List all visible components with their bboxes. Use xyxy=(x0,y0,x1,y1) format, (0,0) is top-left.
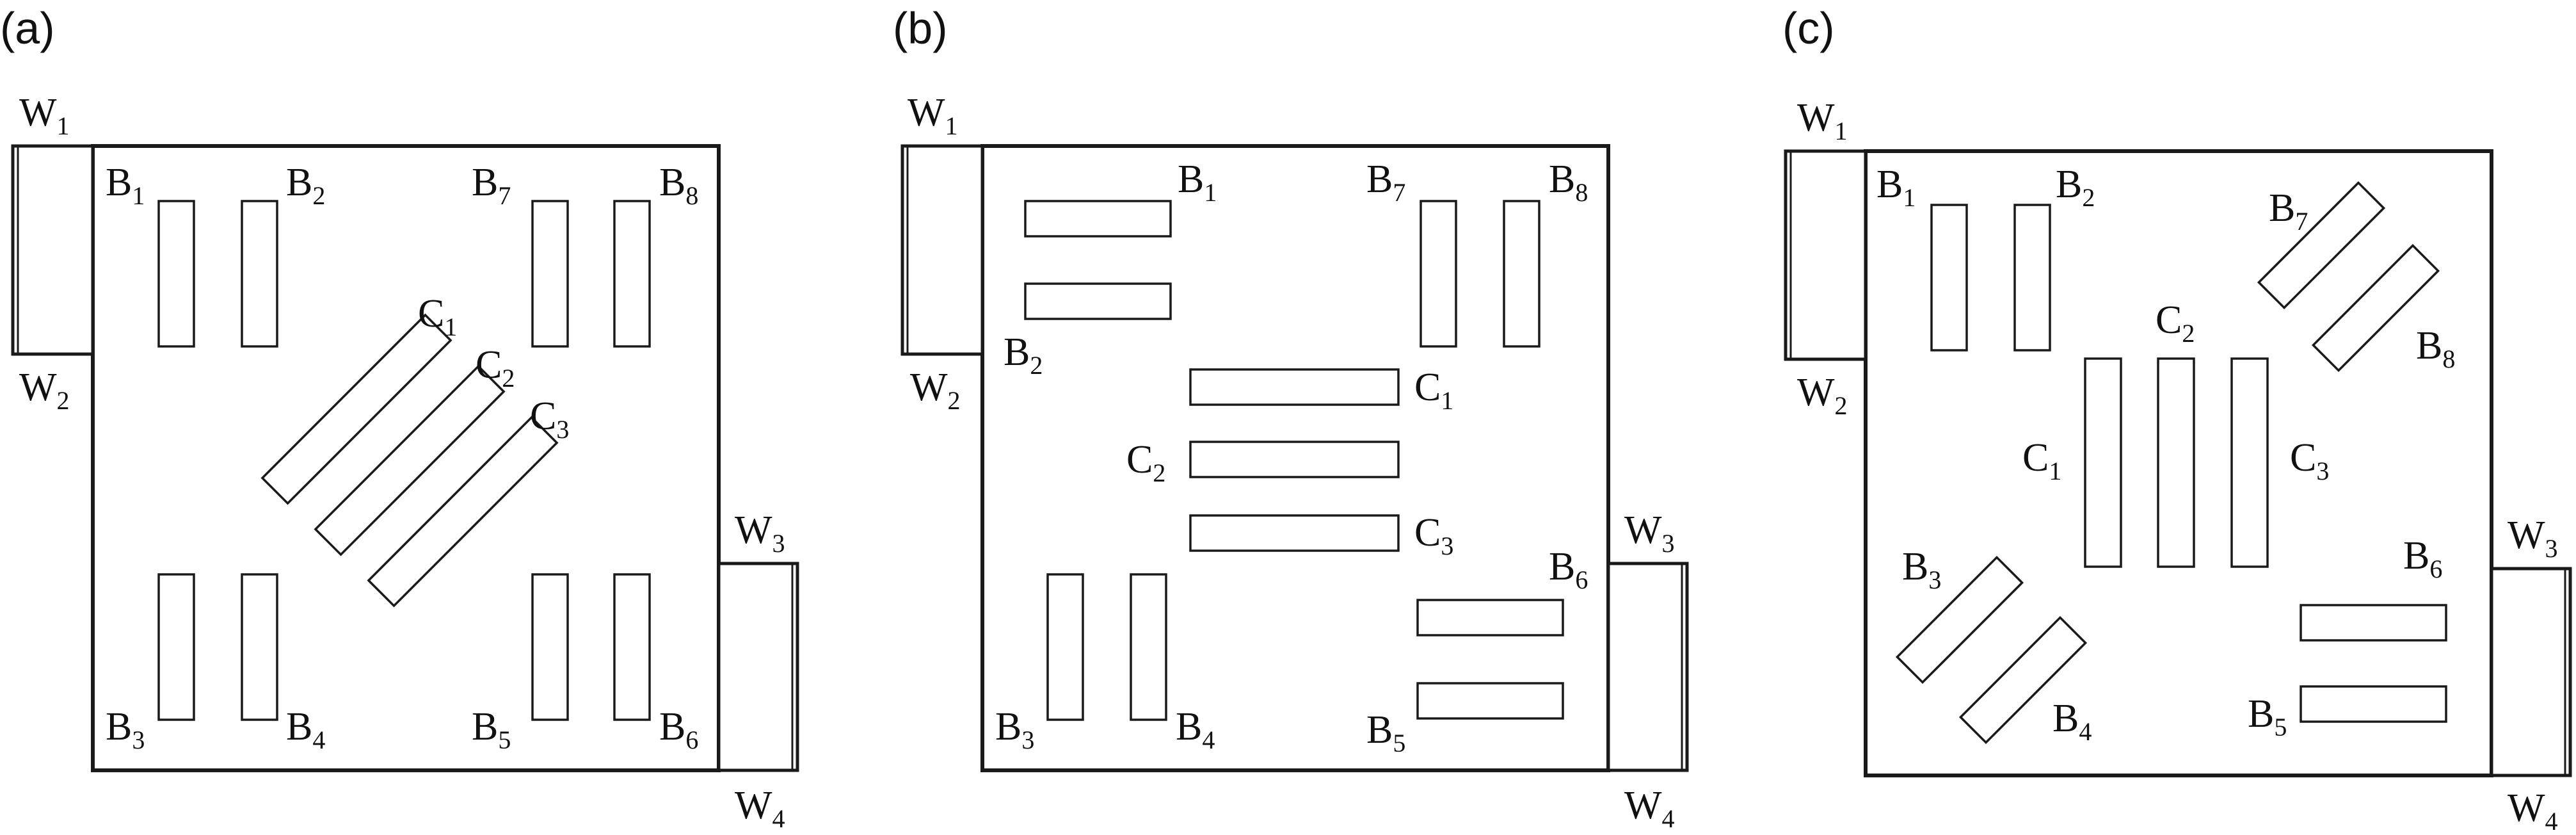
block-b5 xyxy=(2300,685,2447,723)
block-b8 xyxy=(2311,243,2440,373)
label-w2: W2 xyxy=(1797,371,1848,420)
label-w3: W3 xyxy=(2508,514,2558,563)
panel-label-b: (b) xyxy=(893,3,948,53)
block-b8 xyxy=(1503,200,1540,348)
label-w1: W1 xyxy=(908,91,958,140)
corridor-c3 xyxy=(367,416,559,608)
label-b2: B2 xyxy=(2056,163,2095,212)
block-b1 xyxy=(1024,200,1172,238)
room-outline xyxy=(980,144,1610,772)
label-b3: B3 xyxy=(106,705,145,754)
label-b1: B1 xyxy=(106,161,145,210)
label-b4: B4 xyxy=(1176,705,1215,754)
panel-c: (c) W1 W2 W3 W4 B1 B2 B7 B8 B3 B4 B5 B6 xyxy=(1782,3,2572,835)
label-b8: B8 xyxy=(2416,324,2455,373)
label-w4: W4 xyxy=(2508,786,2558,835)
block-b1 xyxy=(1930,204,1968,352)
outlet-opening xyxy=(2490,567,2572,777)
outlet-opening xyxy=(1606,562,1689,772)
label-b7: B7 xyxy=(1366,158,1405,207)
panel-b: (b) W1 W2 W3 W4 B1 B2 B7 B8 B3 B4 B5 B6 xyxy=(893,3,1689,833)
label-w1: W1 xyxy=(19,91,70,140)
label-b3: B3 xyxy=(995,705,1034,754)
label-b2: B2 xyxy=(1004,330,1043,380)
label-b3: B3 xyxy=(1902,545,1941,594)
label-c2: C2 xyxy=(1126,438,1165,487)
block-b2 xyxy=(1024,282,1172,320)
inlet-opening xyxy=(1784,149,1868,361)
label-b5: B5 xyxy=(2248,692,2287,742)
block-b5 xyxy=(531,573,569,721)
block-b6 xyxy=(2300,604,2447,642)
corridor-c2 xyxy=(314,364,506,556)
label-w3: W3 xyxy=(735,508,785,558)
block-b6 xyxy=(613,573,651,721)
label-w2: W2 xyxy=(19,366,70,415)
label-b8: B8 xyxy=(1549,158,1588,207)
label-c2: C2 xyxy=(2156,298,2195,348)
label-b8: B8 xyxy=(659,161,698,210)
label-b5: B5 xyxy=(472,705,511,754)
corridor-c1 xyxy=(260,313,452,505)
label-w1: W1 xyxy=(1797,96,1848,145)
label-c3: C3 xyxy=(1414,511,1453,560)
label-w4: W4 xyxy=(735,784,785,833)
block-b7 xyxy=(1420,200,1457,348)
label-b6: B6 xyxy=(1549,545,1588,594)
block-b6 xyxy=(1416,599,1564,636)
block-b3 xyxy=(1046,573,1084,721)
label-w3: W3 xyxy=(1624,508,1675,558)
block-b7 xyxy=(2257,181,2386,310)
block-b7 xyxy=(531,200,569,348)
label-b7: B7 xyxy=(2269,186,2308,236)
inlet-opening xyxy=(900,144,984,356)
label-b6: B6 xyxy=(2403,534,2442,583)
room-outline xyxy=(91,144,721,772)
corridor-c2 xyxy=(1189,441,1400,478)
label-c3: C3 xyxy=(530,394,569,444)
label-c1: C1 xyxy=(418,292,457,341)
label-c1: C1 xyxy=(2022,436,2061,485)
block-b4 xyxy=(1958,615,2088,745)
label-b1: B1 xyxy=(1876,163,1916,212)
inlet-opening xyxy=(11,144,95,356)
label-c1: C1 xyxy=(1414,366,1453,415)
label-b1: B1 xyxy=(1178,158,1217,207)
outlet-opening xyxy=(717,562,799,772)
panel-label-c: (c) xyxy=(1782,3,1835,53)
corridor-c1 xyxy=(1189,368,1400,406)
block-b1 xyxy=(157,200,195,348)
block-b2 xyxy=(241,200,278,348)
block-b5 xyxy=(1416,682,1564,720)
block-b8 xyxy=(613,200,651,348)
corridor-c3 xyxy=(2230,357,2269,568)
block-b3 xyxy=(1895,555,2024,685)
block-b3 xyxy=(157,573,195,721)
label-c2: C2 xyxy=(476,343,515,393)
label-b5: B5 xyxy=(1366,708,1405,758)
corridor-c2 xyxy=(2157,357,2195,568)
room-outline xyxy=(1864,149,2493,777)
label-w4: W4 xyxy=(1624,784,1675,833)
panel-a: (a) W1 W2 W3 W4 B1 B2 B7 B8 B3 B4 B5 xyxy=(0,3,799,833)
label-b2: B2 xyxy=(286,161,325,210)
corridor-c1 xyxy=(2084,357,2122,568)
corridor-c3 xyxy=(1189,514,1400,552)
block-b4 xyxy=(1130,573,1167,721)
label-c3: C3 xyxy=(2290,436,2329,485)
block-b4 xyxy=(241,573,278,721)
panel-label-a: (a) xyxy=(0,3,55,53)
label-b4: B4 xyxy=(2052,697,2092,746)
label-b7: B7 xyxy=(472,161,511,210)
label-b4: B4 xyxy=(286,705,325,754)
block-b2 xyxy=(2013,204,2051,352)
label-w2: W2 xyxy=(910,366,961,415)
label-b6: B6 xyxy=(659,705,698,754)
